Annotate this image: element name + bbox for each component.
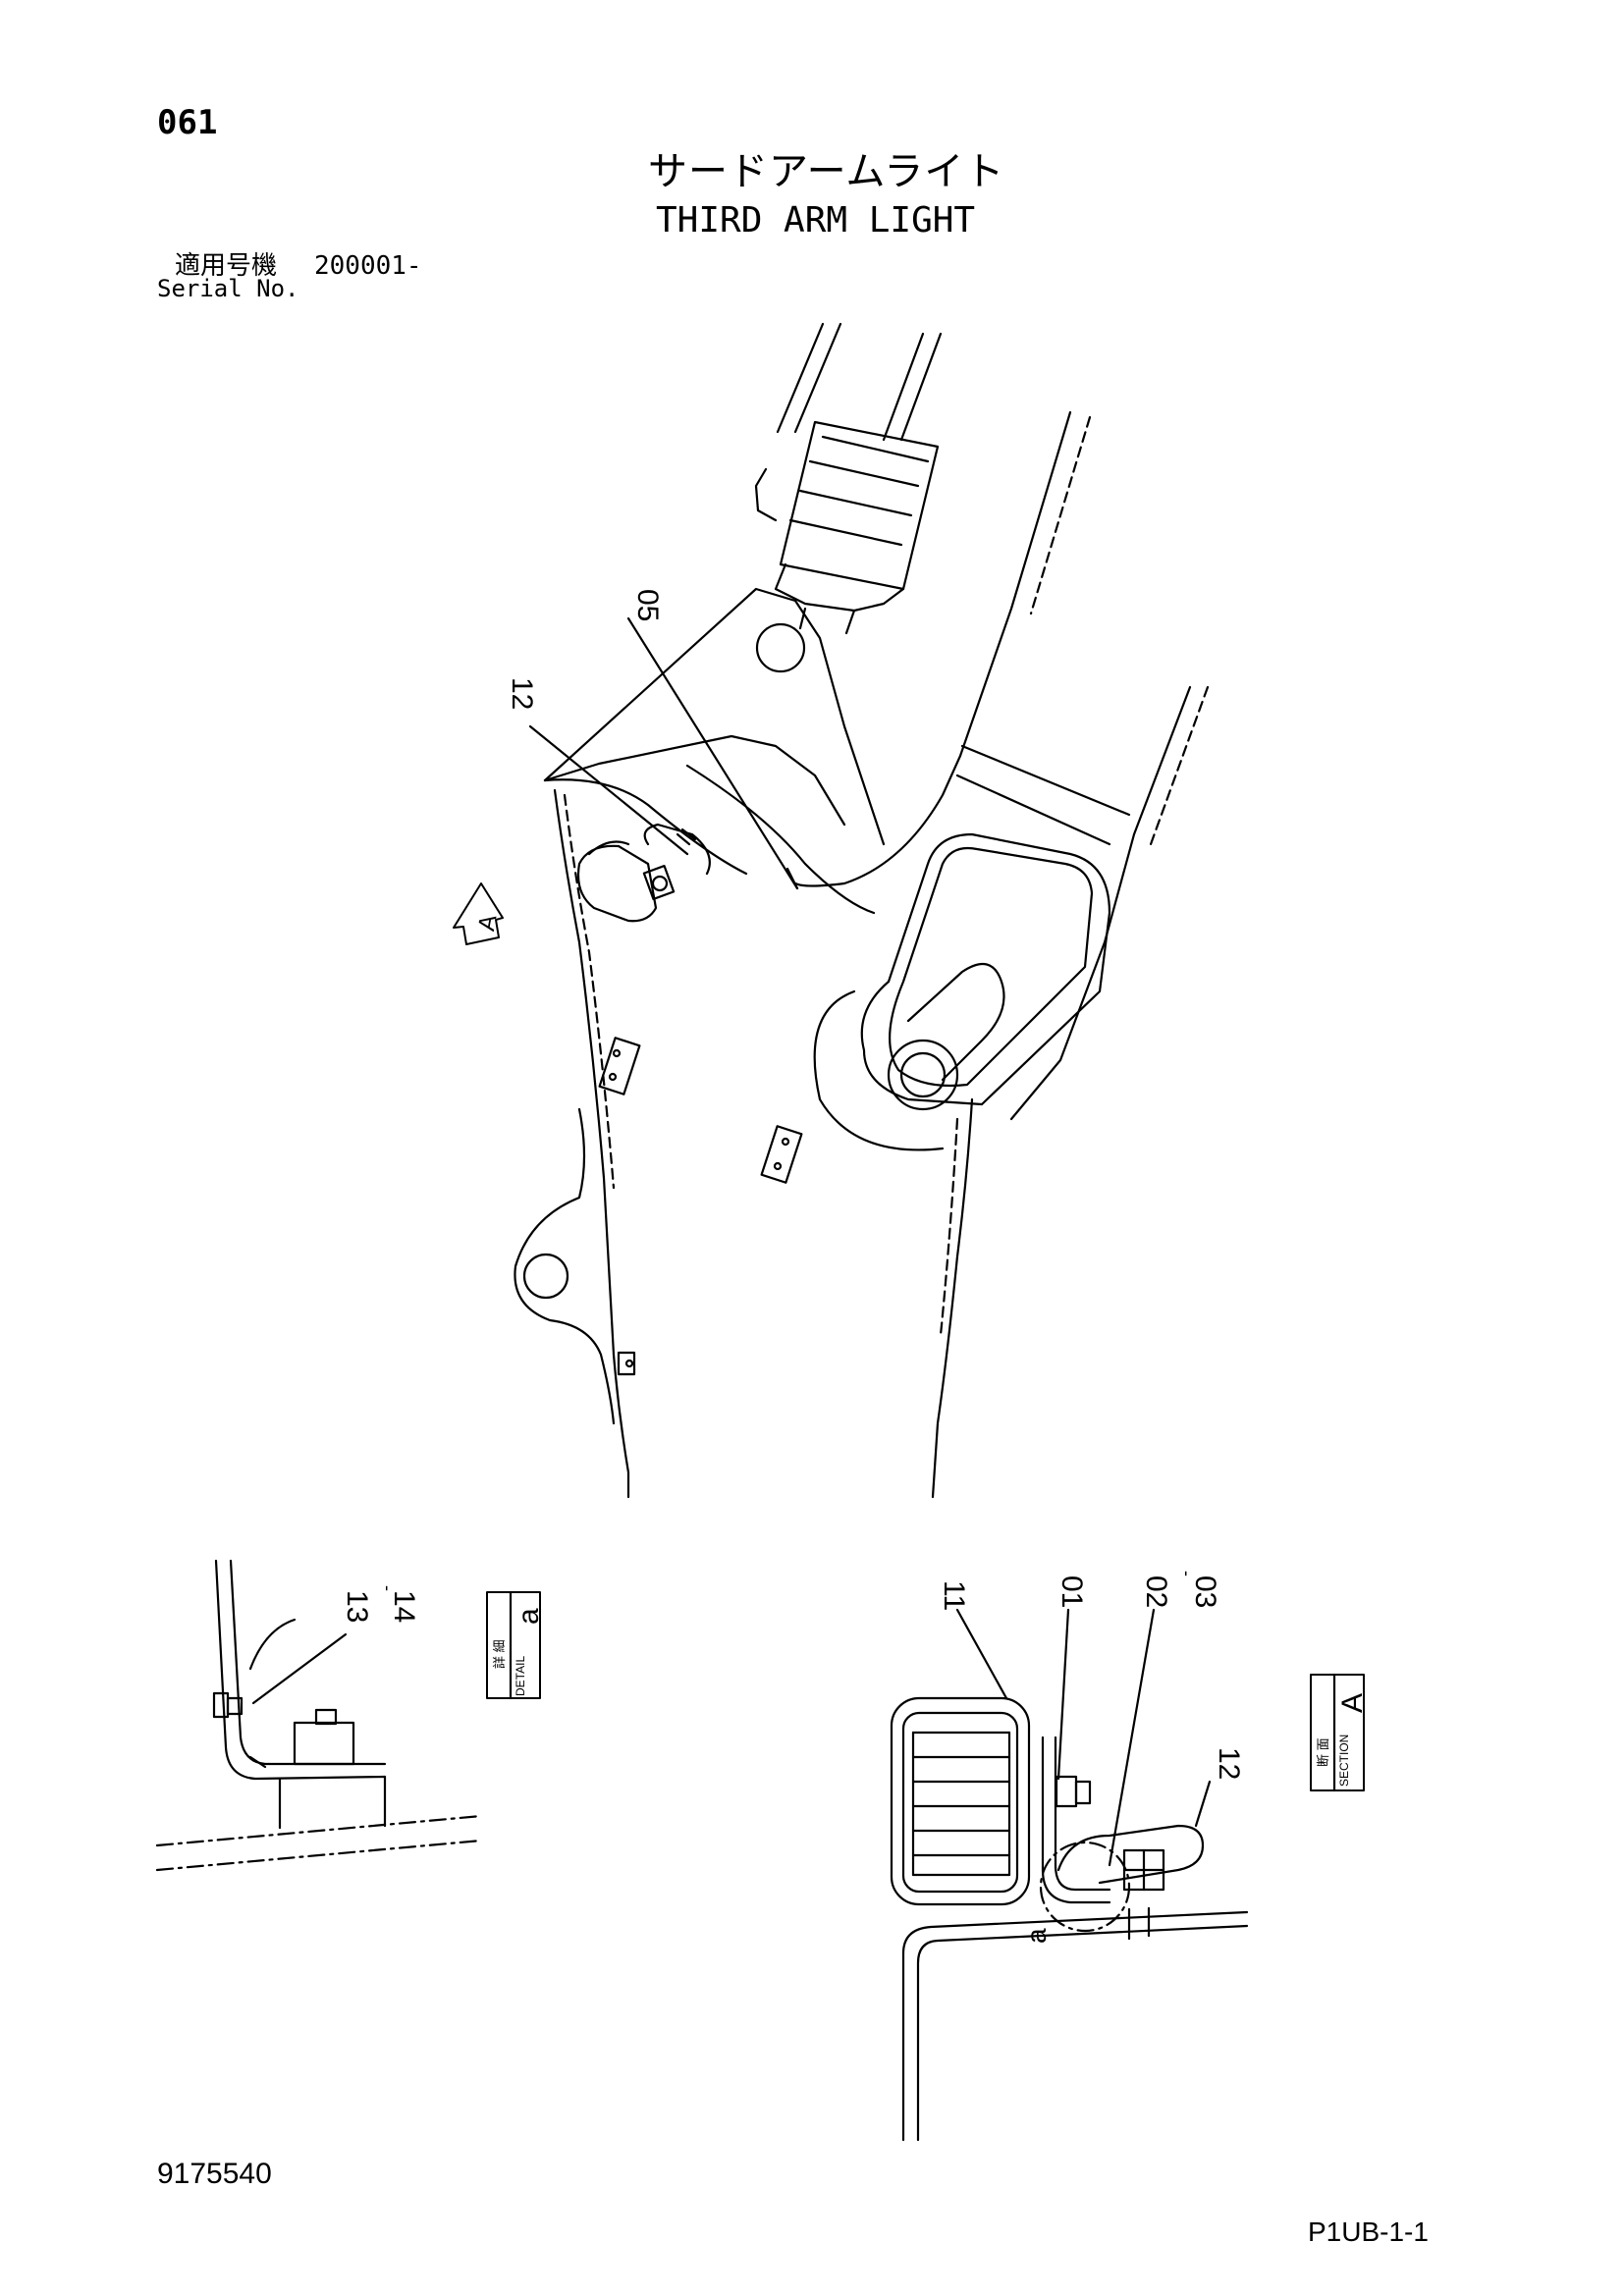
section-label-jp: 断 面 <box>1316 1737 1330 1767</box>
detail-ref-a: a <box>1021 1928 1052 1944</box>
detail-label-box <box>486 1591 541 1699</box>
cylinder <box>754 322 943 635</box>
section-letter: A <box>1336 1693 1369 1713</box>
page-code: P1UB-1-1 <box>1308 2216 1429 2247</box>
lamp-assembly <box>576 823 711 923</box>
callout-05: 05 <box>631 589 664 621</box>
callout-02: 02 <box>1140 1575 1172 1608</box>
svg-text:-: - <box>378 1585 398 1591</box>
arm-outline <box>553 410 1210 1499</box>
detail-letter: a <box>513 1608 545 1625</box>
callout-12: 12 <box>506 677 538 710</box>
callout-11: 11 <box>938 1580 970 1611</box>
lamp-housing <box>890 1696 1031 1906</box>
callout-03: 03 <box>1189 1575 1221 1608</box>
serial-label-english: Serial No. <box>157 275 299 302</box>
title-english: THIRD ARM LIGHT <box>656 200 976 240</box>
section-label-en: SECTION <box>1337 1735 1351 1787</box>
callout-14: 14 <box>388 1590 420 1623</box>
pivot-link <box>813 832 1111 1151</box>
serial-label-japanese: 適用号機 <box>175 251 278 281</box>
main-view: 05 12 A <box>453 322 1210 1499</box>
svg-text:-: - <box>1177 1571 1197 1576</box>
callout-12-section: 12 <box>1213 1747 1245 1780</box>
detail-label-en: DETAIL <box>514 1656 527 1696</box>
main-leaders <box>528 616 799 890</box>
serial-value: 200001- <box>314 251 422 281</box>
page-number: 061 <box>157 103 218 142</box>
section-view: 11 01 02 - 03 12 a 断 面 SECTION A <box>890 1571 1369 2142</box>
link-bracket <box>543 587 886 915</box>
detail-label-jp: 詳 細 <box>492 1639 507 1669</box>
lower-pin-boss <box>514 1107 616 1425</box>
section-label-box <box>1310 1674 1365 1791</box>
callout-13: 13 <box>341 1590 373 1623</box>
arm-brackets <box>598 1037 803 1376</box>
callout-01: 01 <box>1056 1575 1088 1608</box>
view-marker-a: A <box>473 913 502 933</box>
title-japanese: サードアームライト <box>648 149 1005 194</box>
view-arrow-a: A <box>453 882 504 945</box>
part-number: 9175540 <box>157 2158 272 2190</box>
detail-view: 13 - 14 詳 細 DETAIL a <box>155 1559 545 1872</box>
